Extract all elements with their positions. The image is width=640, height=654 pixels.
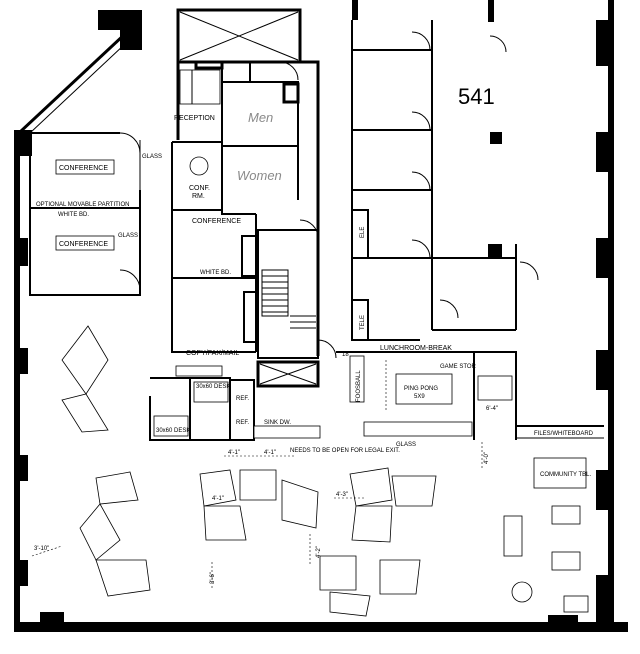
note-white-bd-2: WHITE BD.	[200, 270, 231, 276]
label-conf-rm-1: CONF.	[189, 185, 210, 192]
building-core	[176, 8, 337, 388]
note-white-bd-1: WHITE BD.	[58, 212, 89, 218]
note-sink-dw: SINK DW.	[264, 420, 291, 426]
stair-treads	[262, 275, 316, 329]
label-copy-fax-mail: COPY/FAX/MAIL	[186, 350, 239, 357]
annotation-notes: GLASS GLASS GLASS WHITE BD. WHITE BD. OP…	[36, 154, 416, 454]
label-conf-rm-2: RM.	[192, 193, 205, 200]
dimension-labels: 4'-1" 4'-1" 4'-1" 4'-3" 4'-2" 4'-0" 6'-4…	[34, 352, 498, 584]
lunchroom-area	[336, 351, 604, 489]
dim-4-2: 4'-2"	[316, 546, 322, 558]
private-offices	[351, 20, 539, 341]
label-community-tbl: COMMUNITY TBL.	[540, 472, 591, 478]
note-desk-a: 30x60 DESK	[196, 384, 230, 390]
dim-4-0: 4'-0"	[484, 452, 490, 464]
note-ref-2: REF.	[236, 420, 249, 426]
note-glass-1: GLASS	[142, 154, 162, 160]
label-reception: RECEPTION	[174, 115, 215, 122]
label-tele: TELE	[360, 315, 366, 330]
dim-4-3: 4'-3"	[336, 492, 348, 498]
note-legal-exit: NEEDS TO BE OPEN FOR LEGAL EXIT.	[290, 448, 400, 454]
dim-3-6: 3'-6"	[210, 572, 216, 584]
note-glass-3: GLASS	[396, 442, 416, 448]
label-game-stor: GAME STOR	[440, 364, 477, 370]
label-women: Women	[237, 168, 282, 183]
left-conference-wing	[29, 132, 141, 296]
note-ref-1: REF.	[236, 396, 249, 402]
dim-4-1-a: 4'-1"	[228, 450, 240, 456]
label-files-whiteboard: FILES/WHITEBOARD	[534, 431, 594, 437]
dimension-lines	[31, 360, 483, 588]
note-optional-partition: OPTIONAL MOVABLE PARTITION	[36, 202, 129, 208]
label-conference-center: CONFERENCE	[192, 218, 241, 225]
label-conference-left-1: CONFERENCE	[59, 165, 108, 172]
room-labels: 541 RECEPTION Men Women CONF. RM. CONFER…	[59, 84, 594, 478]
copy-area	[149, 365, 321, 441]
label-lunchroom-break: LUNCHROOM-BREAK	[380, 345, 452, 352]
dim-4-1-c: 4'-1"	[212, 496, 224, 502]
exterior-walls	[14, 0, 628, 632]
suite-number: 541	[458, 84, 495, 109]
label-elec: ELE	[360, 227, 366, 238]
dim-6-4: 6'-4"	[486, 406, 498, 412]
center-rooms	[171, 69, 257, 353]
label-conference-left-2: CONFERENCE	[59, 241, 108, 248]
dim-18: 18"	[342, 352, 351, 358]
note-desk-b: 30x60 DESK	[156, 428, 190, 434]
label-men: Men	[248, 110, 273, 125]
label-ping-pong-1: PING PONG	[404, 386, 438, 392]
label-ping-pong-2: 5X9	[414, 394, 425, 400]
workstation-clusters	[61, 325, 589, 617]
dim-4-1-b: 4'-1"	[264, 450, 276, 456]
dim-3-10: 3'-10"	[34, 546, 49, 552]
label-foosball: FOOSBALL	[356, 370, 362, 402]
note-glass-2: GLASS	[118, 233, 138, 239]
